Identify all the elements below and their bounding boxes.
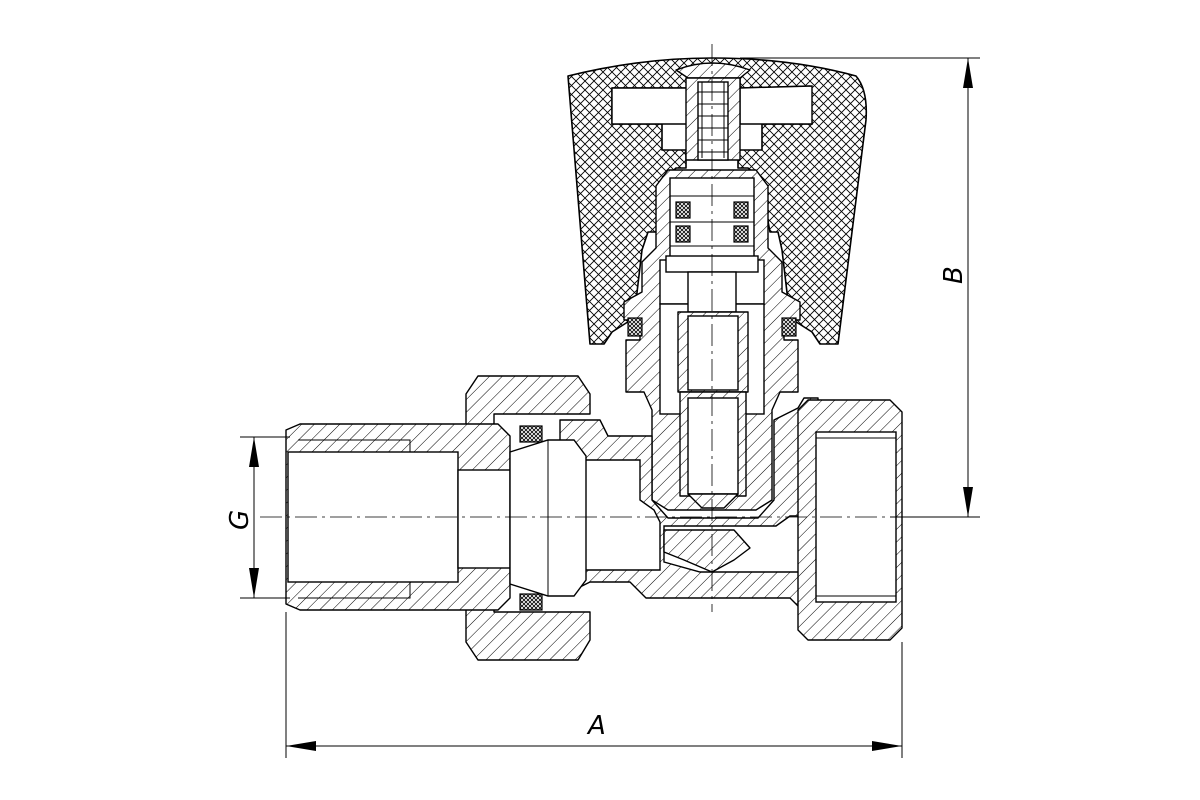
dimension-a-label: A <box>586 711 606 741</box>
spindle <box>677 271 749 509</box>
handle-screw <box>675 62 751 161</box>
dimension-b-label: B <box>939 266 969 284</box>
dimension-g <box>240 436 290 599</box>
valve-body <box>559 397 819 613</box>
dimension-a <box>285 612 903 758</box>
handwheel-cap <box>567 57 868 345</box>
outlet-fitting <box>797 399 903 641</box>
swivel-collar <box>509 439 587 597</box>
dimension-b <box>740 57 980 518</box>
dimension-g-label: G <box>225 510 255 530</box>
center-lines <box>260 44 940 612</box>
